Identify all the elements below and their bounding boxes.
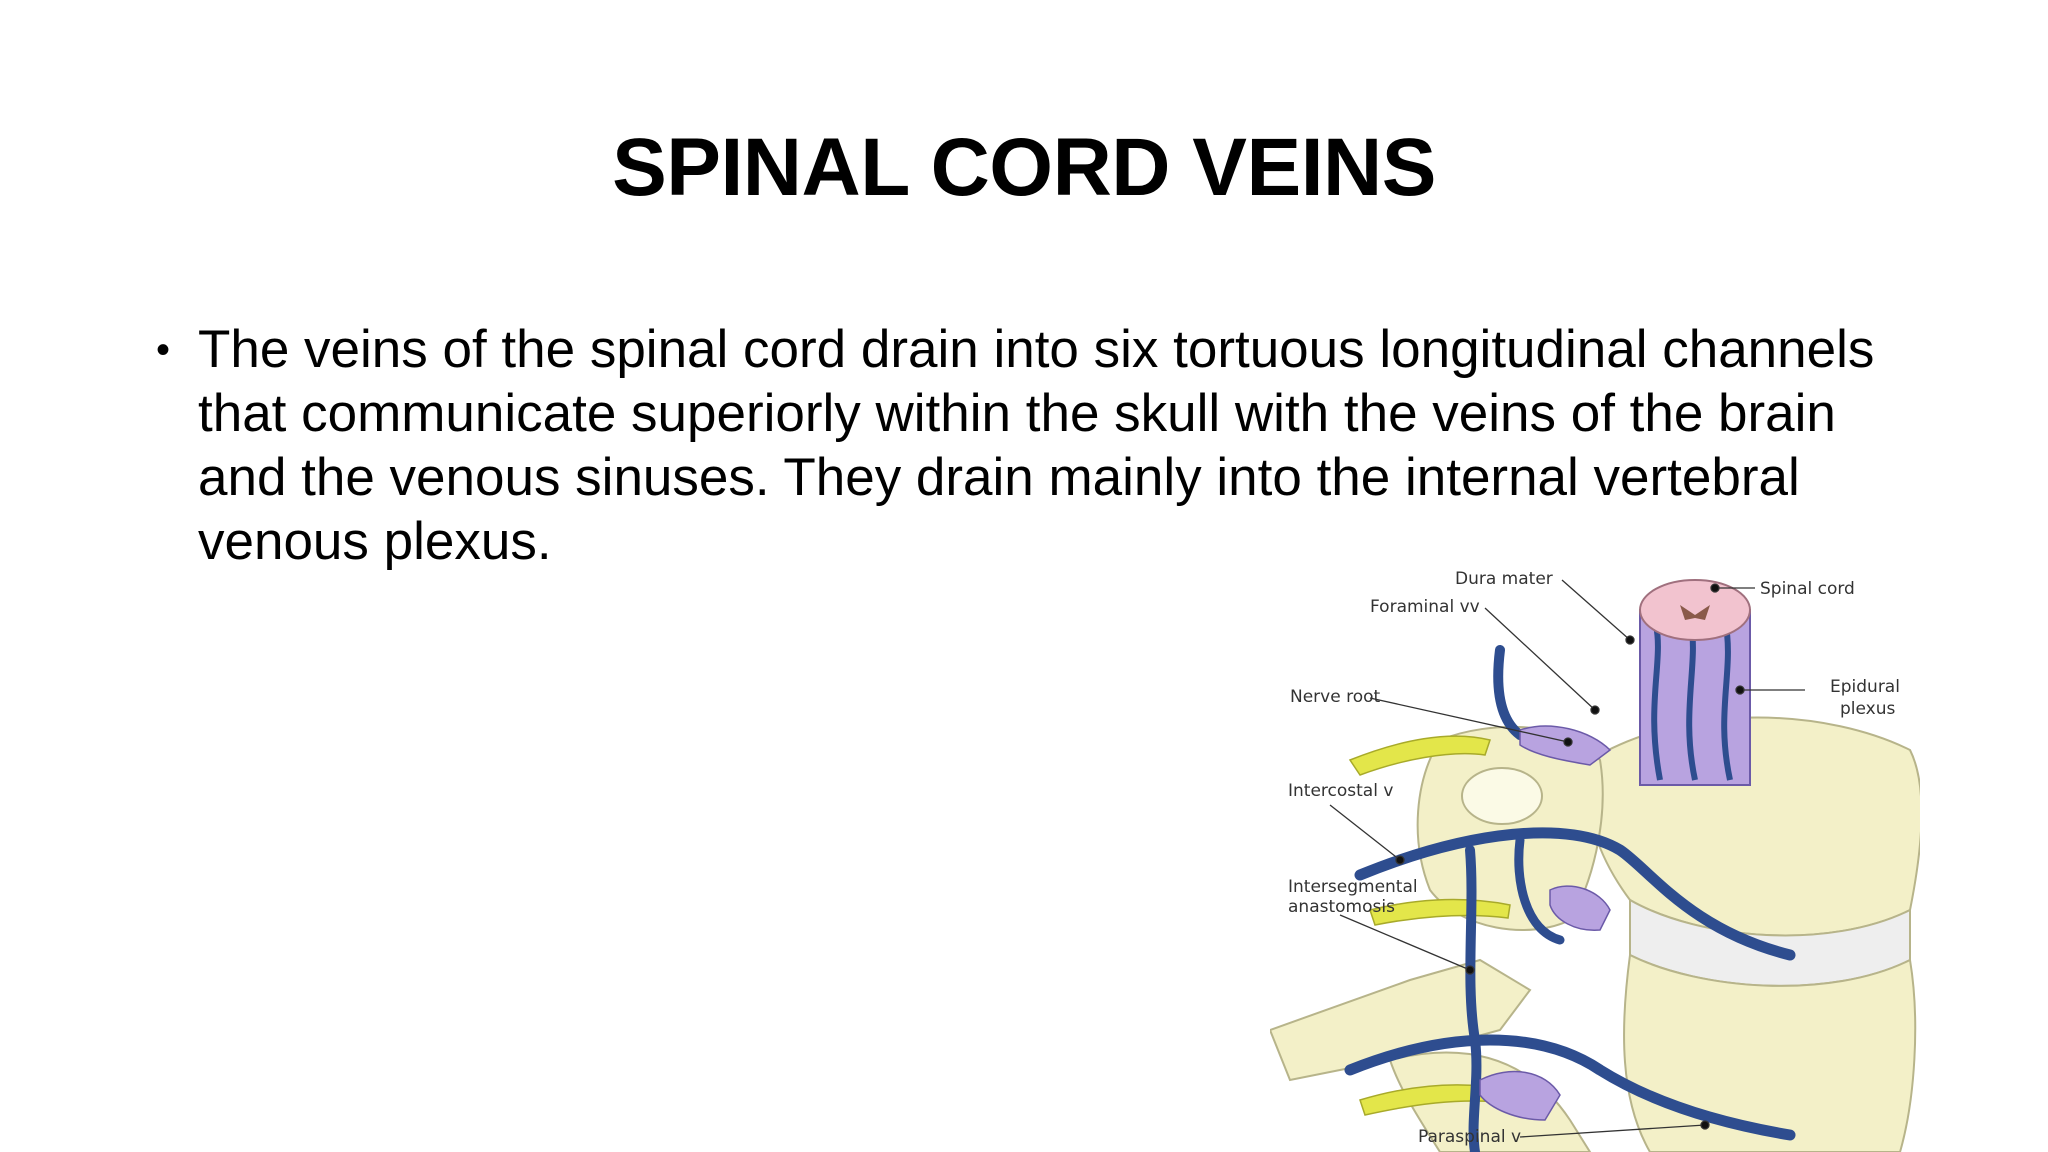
lower-plexus: [1479, 1070, 1561, 1121]
epidural-vein-3: [1721, 619, 1733, 781]
spinal-cord-top: [1639, 579, 1751, 641]
slide-title: SPINAL CORD VEINS: [612, 122, 1436, 213]
label-spinal-cord: Spinal cord: [1760, 579, 1855, 599]
label-nerve-root: Nerve root: [1290, 687, 1381, 707]
label-dura-mater: Dura mater: [1455, 569, 1553, 589]
foramen: [1461, 767, 1543, 825]
foraminal-vein: [1493, 645, 1565, 750]
label-paraspinal-v: Paraspinal v: [1418, 1127, 1521, 1147]
vertebral-body-upper: [1586, 716, 1920, 937]
anastomosis-plexus: [1549, 885, 1611, 931]
bullet-item: • The veins of the spinal cord drain int…: [156, 318, 1916, 574]
label-intersegmental: Intersegmental: [1288, 877, 1418, 897]
nerve-root-upper: [1348, 735, 1491, 776]
label-epidural: Epidural: [1830, 677, 1900, 697]
grey-matter: [1680, 605, 1710, 620]
transverse-process: [1270, 958, 1532, 1082]
label-intercostal-v: Intercostal v: [1288, 781, 1393, 801]
paraspinal-vein: [1344, 1034, 1796, 1141]
bullet-list: • The veins of the spinal cord drain int…: [156, 318, 1916, 574]
anatomy-diagram: Dura mater Foraminal vv Spinal cord Nerv…: [1270, 569, 1920, 1152]
intersegmental-anastomosis: [1465, 845, 1482, 1152]
anastomosis-branch: [1514, 835, 1565, 945]
vertebral-body-lower: [1623, 953, 1917, 1152]
label-anastomosis: anastomosis: [1288, 897, 1395, 917]
spinal-veins-illustration: Dura mater Foraminal vv Spinal cord Nerv…: [1270, 560, 1920, 1152]
bullet-text: The veins of the spinal cord drain into …: [198, 320, 1875, 571]
label-plexus: plexus: [1840, 699, 1896, 719]
epidural-vein-1: [1651, 619, 1663, 781]
label-foraminal-vv: Foraminal vv: [1370, 597, 1480, 617]
bullet-dot-icon: •: [156, 328, 171, 372]
intercostal-vein: [1354, 827, 1796, 961]
leader-lines: [1329, 579, 1805, 1138]
